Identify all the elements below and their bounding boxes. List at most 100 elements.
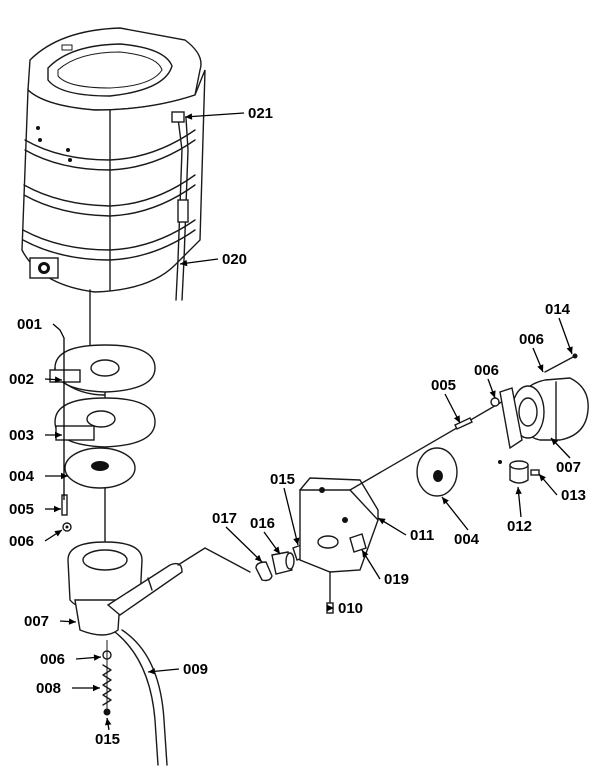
part-013-screw	[530, 469, 540, 476]
callout-002: 002	[9, 371, 63, 388]
part-008-spring	[102, 664, 112, 706]
leader-arrowhead	[54, 530, 62, 537]
leader-arrowhead	[515, 487, 522, 495]
callout-004: 004	[9, 468, 68, 485]
callout-013: 013	[538, 473, 586, 504]
leader-arrowhead	[442, 497, 449, 505]
part-005-pin-right	[454, 417, 473, 430]
leader-arrowhead	[68, 618, 76, 625]
leader-arrowhead	[362, 550, 369, 558]
callout-005: 005	[431, 377, 461, 424]
callout-011: 011	[377, 517, 434, 544]
leader-arrowhead	[180, 259, 188, 267]
leader-arrowhead	[551, 438, 559, 446]
callout-label: 021	[248, 105, 273, 122]
callout-010: 010	[327, 600, 363, 617]
leader-arrowhead	[54, 376, 62, 383]
callout-006: 006	[519, 331, 544, 373]
leader-line	[184, 112, 245, 118]
leader-arrowhead	[566, 346, 573, 354]
callout-003: 003	[9, 427, 62, 444]
callout-label: 015	[95, 731, 120, 748]
part-012-cylinder	[509, 460, 529, 484]
callout-007: 007	[24, 613, 77, 630]
part-004-washer	[64, 447, 136, 489]
callout-label: 011	[410, 527, 434, 544]
callout-label: 014	[545, 301, 571, 318]
callout-label: 003	[9, 427, 34, 444]
callout-label: 012	[507, 518, 532, 535]
hopper-body	[21, 27, 206, 301]
callout-006: 006	[9, 529, 63, 550]
part-017-clip	[255, 561, 273, 582]
callout-label: 004	[9, 468, 35, 485]
callout-015: 015	[270, 471, 300, 546]
callout-006: 006	[474, 362, 499, 399]
callout-020: 020	[179, 251, 247, 268]
leader-arrowhead	[54, 505, 61, 513]
leader-arrowhead	[148, 668, 156, 675]
callout-label: 016	[250, 515, 275, 532]
callout-label: 002	[9, 371, 34, 388]
callout-label: 017	[212, 510, 237, 527]
callout-009: 009	[147, 661, 208, 678]
part-003-disk	[54, 397, 156, 448]
callout-label: 004	[454, 531, 480, 548]
leader-arrowhead	[185, 113, 193, 120]
callout-label: 013	[561, 487, 586, 504]
callout-006: 006	[40, 651, 102, 668]
callout-021: 021	[184, 105, 273, 122]
leader-arrowhead	[61, 472, 68, 480]
callout-008: 008	[36, 680, 100, 697]
callout-label: 006	[9, 533, 34, 550]
callout-label: 006	[519, 331, 544, 348]
part-002-disk	[49, 344, 156, 396]
leader-arrowhead	[273, 546, 280, 554]
callout-015: 015	[95, 717, 120, 748]
callout-012: 012	[507, 486, 532, 535]
leader-arrowhead	[104, 718, 112, 726]
leader-arrowhead	[453, 415, 460, 423]
leader-line	[441, 496, 469, 531]
callout-label: 005	[431, 377, 456, 394]
part-006-ring-right	[490, 397, 500, 407]
leader-arrowhead	[378, 518, 386, 525]
leader-arrowhead	[254, 554, 262, 562]
leader-line	[52, 323, 65, 500]
callout-017: 017	[212, 510, 263, 563]
callout-014: 014	[545, 301, 573, 355]
callout-label: 006	[474, 362, 499, 379]
part-004-washer-right	[416, 447, 458, 497]
callout-label: 010	[338, 600, 363, 617]
leader-arrowhead	[93, 654, 101, 661]
leader-arrowhead	[327, 604, 334, 612]
callout-007: 007	[550, 437, 581, 476]
part-014-rod	[544, 355, 576, 373]
callout-label: 008	[36, 680, 61, 697]
leader-arrowhead	[55, 431, 62, 439]
callout-label: 001	[17, 316, 42, 333]
leader-arrowhead	[293, 537, 300, 545]
callout-label: 020	[222, 251, 247, 268]
callout-016: 016	[250, 515, 281, 555]
callout-label: 007	[556, 459, 581, 476]
part-016-bushing	[271, 551, 295, 575]
leader-arrowhead	[539, 474, 546, 482]
part-007-motor-right	[499, 377, 589, 450]
callout-004: 004	[441, 496, 480, 548]
leader-line	[225, 526, 263, 563]
callout-label: 005	[9, 501, 34, 518]
callout-label: 006	[40, 651, 65, 668]
callout-label: 009	[183, 661, 208, 678]
leader-line	[283, 487, 299, 546]
callout-001: 001	[17, 316, 65, 500]
callout-005: 005	[9, 501, 61, 518]
callout-label: 015	[270, 471, 295, 488]
callout-019: 019	[361, 549, 409, 588]
leader-arrowhead	[489, 390, 496, 398]
callout-label: 007	[24, 613, 49, 630]
part-007-housing-left	[67, 541, 183, 766]
leader-arrowhead	[537, 364, 544, 372]
